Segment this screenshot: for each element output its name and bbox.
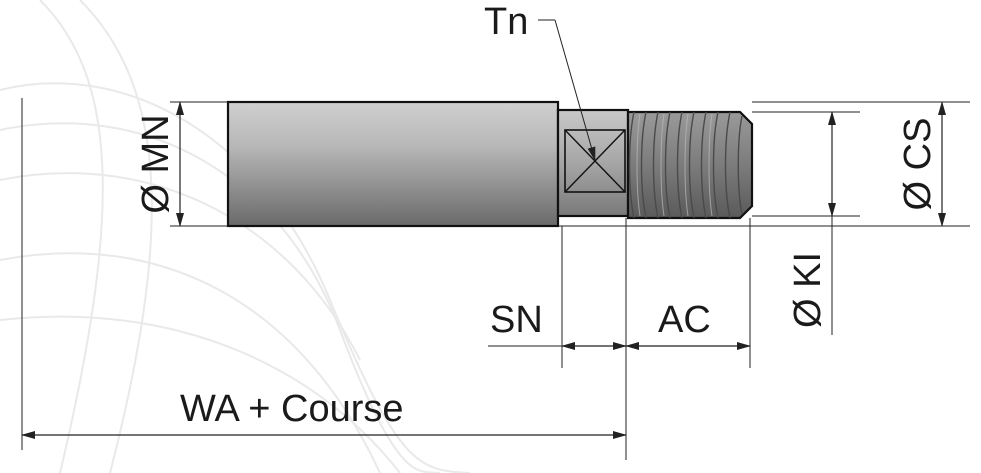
dim-ki [752, 111, 860, 335]
label-sn: SN [490, 299, 543, 341]
dim-mn [170, 101, 228, 227]
rod-body [226, 100, 560, 228]
label-ac: AC [658, 299, 711, 341]
wrench-flat [564, 129, 626, 193]
leader-tn [538, 19, 596, 161]
label-tn: Tn [484, 1, 528, 43]
label-ki: Ø KI [787, 252, 829, 328]
label-wa: WA + Course [180, 388, 404, 430]
label-mn: Ø MN [135, 114, 177, 213]
dim-cs [558, 101, 970, 227]
thread-section [626, 110, 754, 220]
label-cs: Ø CS [897, 118, 939, 211]
background-swirl [0, 0, 471, 473]
